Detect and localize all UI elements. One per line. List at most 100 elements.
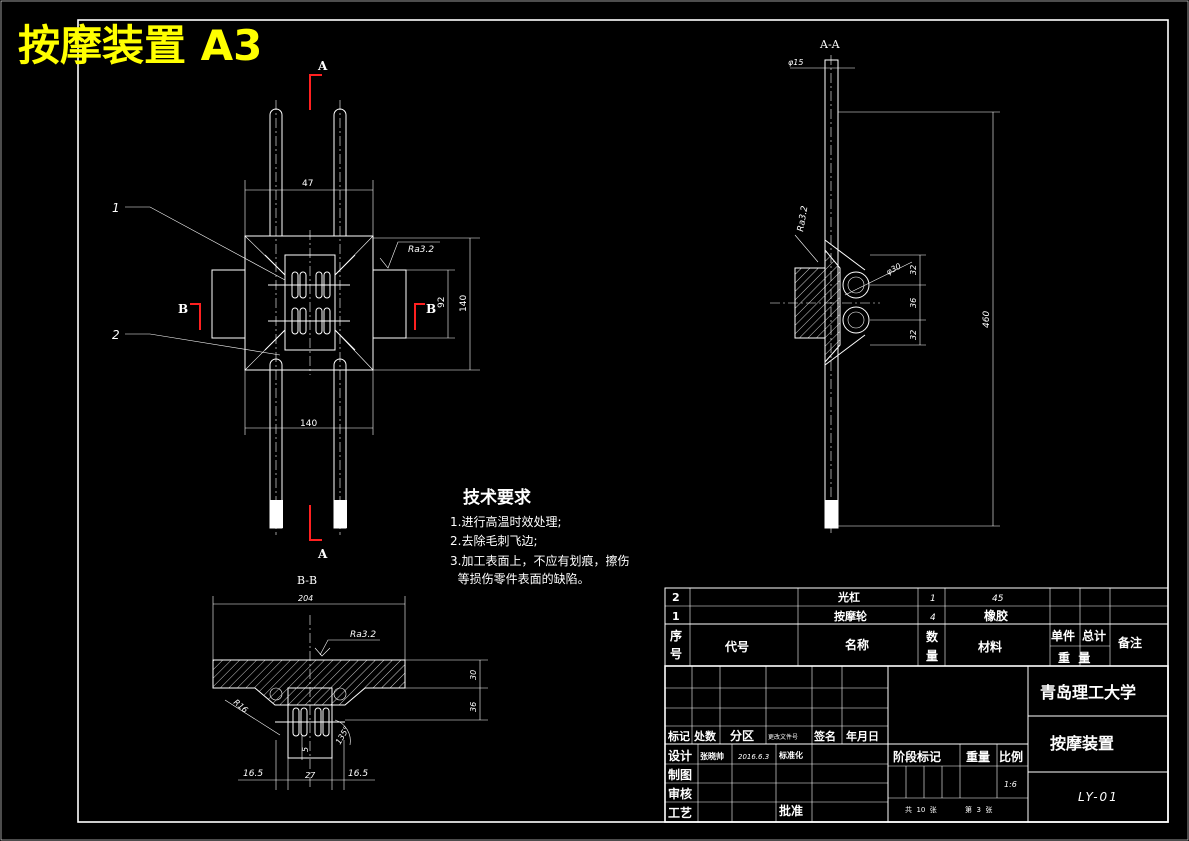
section-a-bottom-mark [309, 505, 322, 541]
tb-scale: 比例 [999, 749, 1023, 764]
tb-sheet-no: 第 3 张 [965, 805, 992, 814]
rod-end-left [270, 500, 283, 528]
body-diag-1 [244, 235, 286, 276]
tb-sign: 签名 [813, 729, 836, 743]
bb-body-hatched [212, 659, 406, 706]
section-bb: B-B 204 Ra3.2 30 36 R16 135° 5 [212, 574, 488, 790]
dim-47-text: 47 [302, 179, 313, 189]
bb-roughness-symbol [314, 647, 331, 657]
bom-row2-no: 1 [672, 610, 680, 623]
bb-rod-right [333, 687, 347, 701]
tb-change-doc: 更改文件号 [768, 733, 798, 741]
tb-review: 审核 [668, 786, 692, 801]
dim-r16-text: R16 [232, 698, 250, 715]
tb-date: 年月日 [846, 729, 879, 743]
bom-row1-qty: 1 [930, 594, 936, 604]
section-b-left-label: B [178, 302, 188, 316]
side-body-hatched [794, 248, 841, 364]
section-b-right-label: B [426, 302, 436, 316]
bom-h-name: 名称 [845, 637, 869, 652]
tech-item-2: 2.去除毛刺飞边; [450, 533, 538, 548]
tb-scale-value: 1:6 [1004, 780, 1017, 789]
bom-h-code: 代号 [724, 639, 749, 654]
tb-sheets: 共 10 张 [905, 805, 937, 814]
title-block: 2 光杠 1 45 1 按摩轮 4 橡胶 序 号 代号 名称 数 量 材料 单件… [664, 587, 1169, 823]
bb-roughness-text: Ra3.2 [350, 630, 376, 640]
rod-bottom-right [333, 358, 347, 529]
dim-30-text: 30 [469, 670, 478, 680]
section-b-right-mark [414, 303, 425, 330]
tech-requirements: 技术要求 1.进行高温时效处理; 2.去除毛刺飞边; 3.加工表面上，不应有划痕… [450, 487, 629, 586]
section-a-bottom-label: A [317, 547, 328, 561]
bom-h-total: 总计 [1082, 628, 1106, 643]
side-wheel-top [842, 271, 870, 299]
tb-drawing: 制图 [668, 767, 692, 782]
body-diag-4 [334, 329, 374, 371]
tb-design: 设计 [668, 748, 692, 763]
dim-36-text: 36 [909, 298, 918, 308]
dim-16-5-left-text: 16.5 [243, 769, 263, 779]
bom-row1-name: 光杠 [837, 590, 860, 604]
tb-zone: 分区 [730, 728, 754, 743]
bom-h-note: 备注 [1117, 635, 1142, 650]
tech-item-1: 1.进行高温时效处理; [450, 514, 562, 529]
bom-row2-material: 橡胶 [984, 608, 1008, 623]
tb-drawing-name: 按摩装置 [1050, 734, 1114, 753]
side-wheel-top-inner [847, 276, 865, 294]
dim-32b-text: 32 [909, 330, 918, 340]
side-bevel-bottom [824, 334, 866, 366]
tb-approve: 批准 [779, 803, 803, 818]
side-roughness-leader [794, 234, 819, 263]
dim-phi30-leader [844, 261, 913, 296]
tb-designer: 张晓帅 [700, 751, 724, 761]
dim-27-text: 27 [305, 771, 316, 780]
dim-92-text: 92 [437, 297, 447, 308]
dim-phi30-text: φ30 [885, 262, 903, 277]
dim-140-right-text: 140 [459, 295, 469, 312]
side-view: A-A φ15 Ra3.2 φ30 32 36 [770, 38, 1000, 535]
cavity-left-bevel [264, 254, 286, 351]
side-wheel-bottom [842, 306, 870, 334]
left-flange [211, 269, 246, 339]
dim-135-arc [334, 719, 351, 746]
dim-r16-leader [224, 699, 281, 736]
tb-drawing-no: LY-01 [1078, 790, 1119, 804]
side-view-label: A-A [819, 38, 841, 51]
tb-design-date: 2016.6.3 [738, 753, 769, 761]
rod-bottom-left [269, 358, 283, 529]
dim-204-text: 204 [298, 594, 313, 603]
leader-2 [125, 333, 281, 356]
cavity-right-bevel [334, 254, 356, 351]
bom-row1-material: 45 [992, 594, 1004, 604]
section-bb-label: B-B [297, 574, 317, 587]
side-roughness-text: Ra3.2 [796, 205, 810, 233]
drawing-frame [77, 19, 1169, 823]
tb-mark: 标记 [667, 729, 690, 743]
dim-140-bottom-text: 140 [300, 419, 317, 429]
bb-roughness-leader [319, 639, 380, 656]
tech-heading: 技术要求 [463, 487, 531, 508]
dim-32a-text: 32 [909, 265, 918, 275]
massage-wheels [268, 271, 350, 335]
part-label-2: 2 [112, 328, 120, 342]
bom-row2-qty: 4 [930, 613, 936, 623]
dim-phi15-text: φ15 [788, 58, 803, 67]
tech-item-3: 3.加工表面上，不应有划痕，擦伤 [450, 553, 629, 568]
body-diag-3 [244, 329, 286, 371]
side-wheel-bottom-inner [847, 311, 865, 329]
tb-standardize: 标准化 [778, 750, 803, 760]
bb-rod-left [269, 687, 283, 701]
roughness-symbol [379, 241, 440, 269]
section-b-left-mark [190, 303, 201, 330]
roughness-text: Ra3.2 [408, 245, 434, 255]
tb-count: 处数 [693, 729, 717, 743]
dim-135-text: 135° [334, 725, 351, 746]
side-bevel-top [824, 239, 866, 271]
body-diag-2 [334, 235, 374, 276]
bom-h-no-2: 号 [670, 646, 682, 661]
bom-h-weight: 重 量 [1058, 650, 1090, 665]
tb-stage-mark: 阶段标记 [893, 749, 941, 764]
section-a-top-mark [309, 74, 322, 110]
